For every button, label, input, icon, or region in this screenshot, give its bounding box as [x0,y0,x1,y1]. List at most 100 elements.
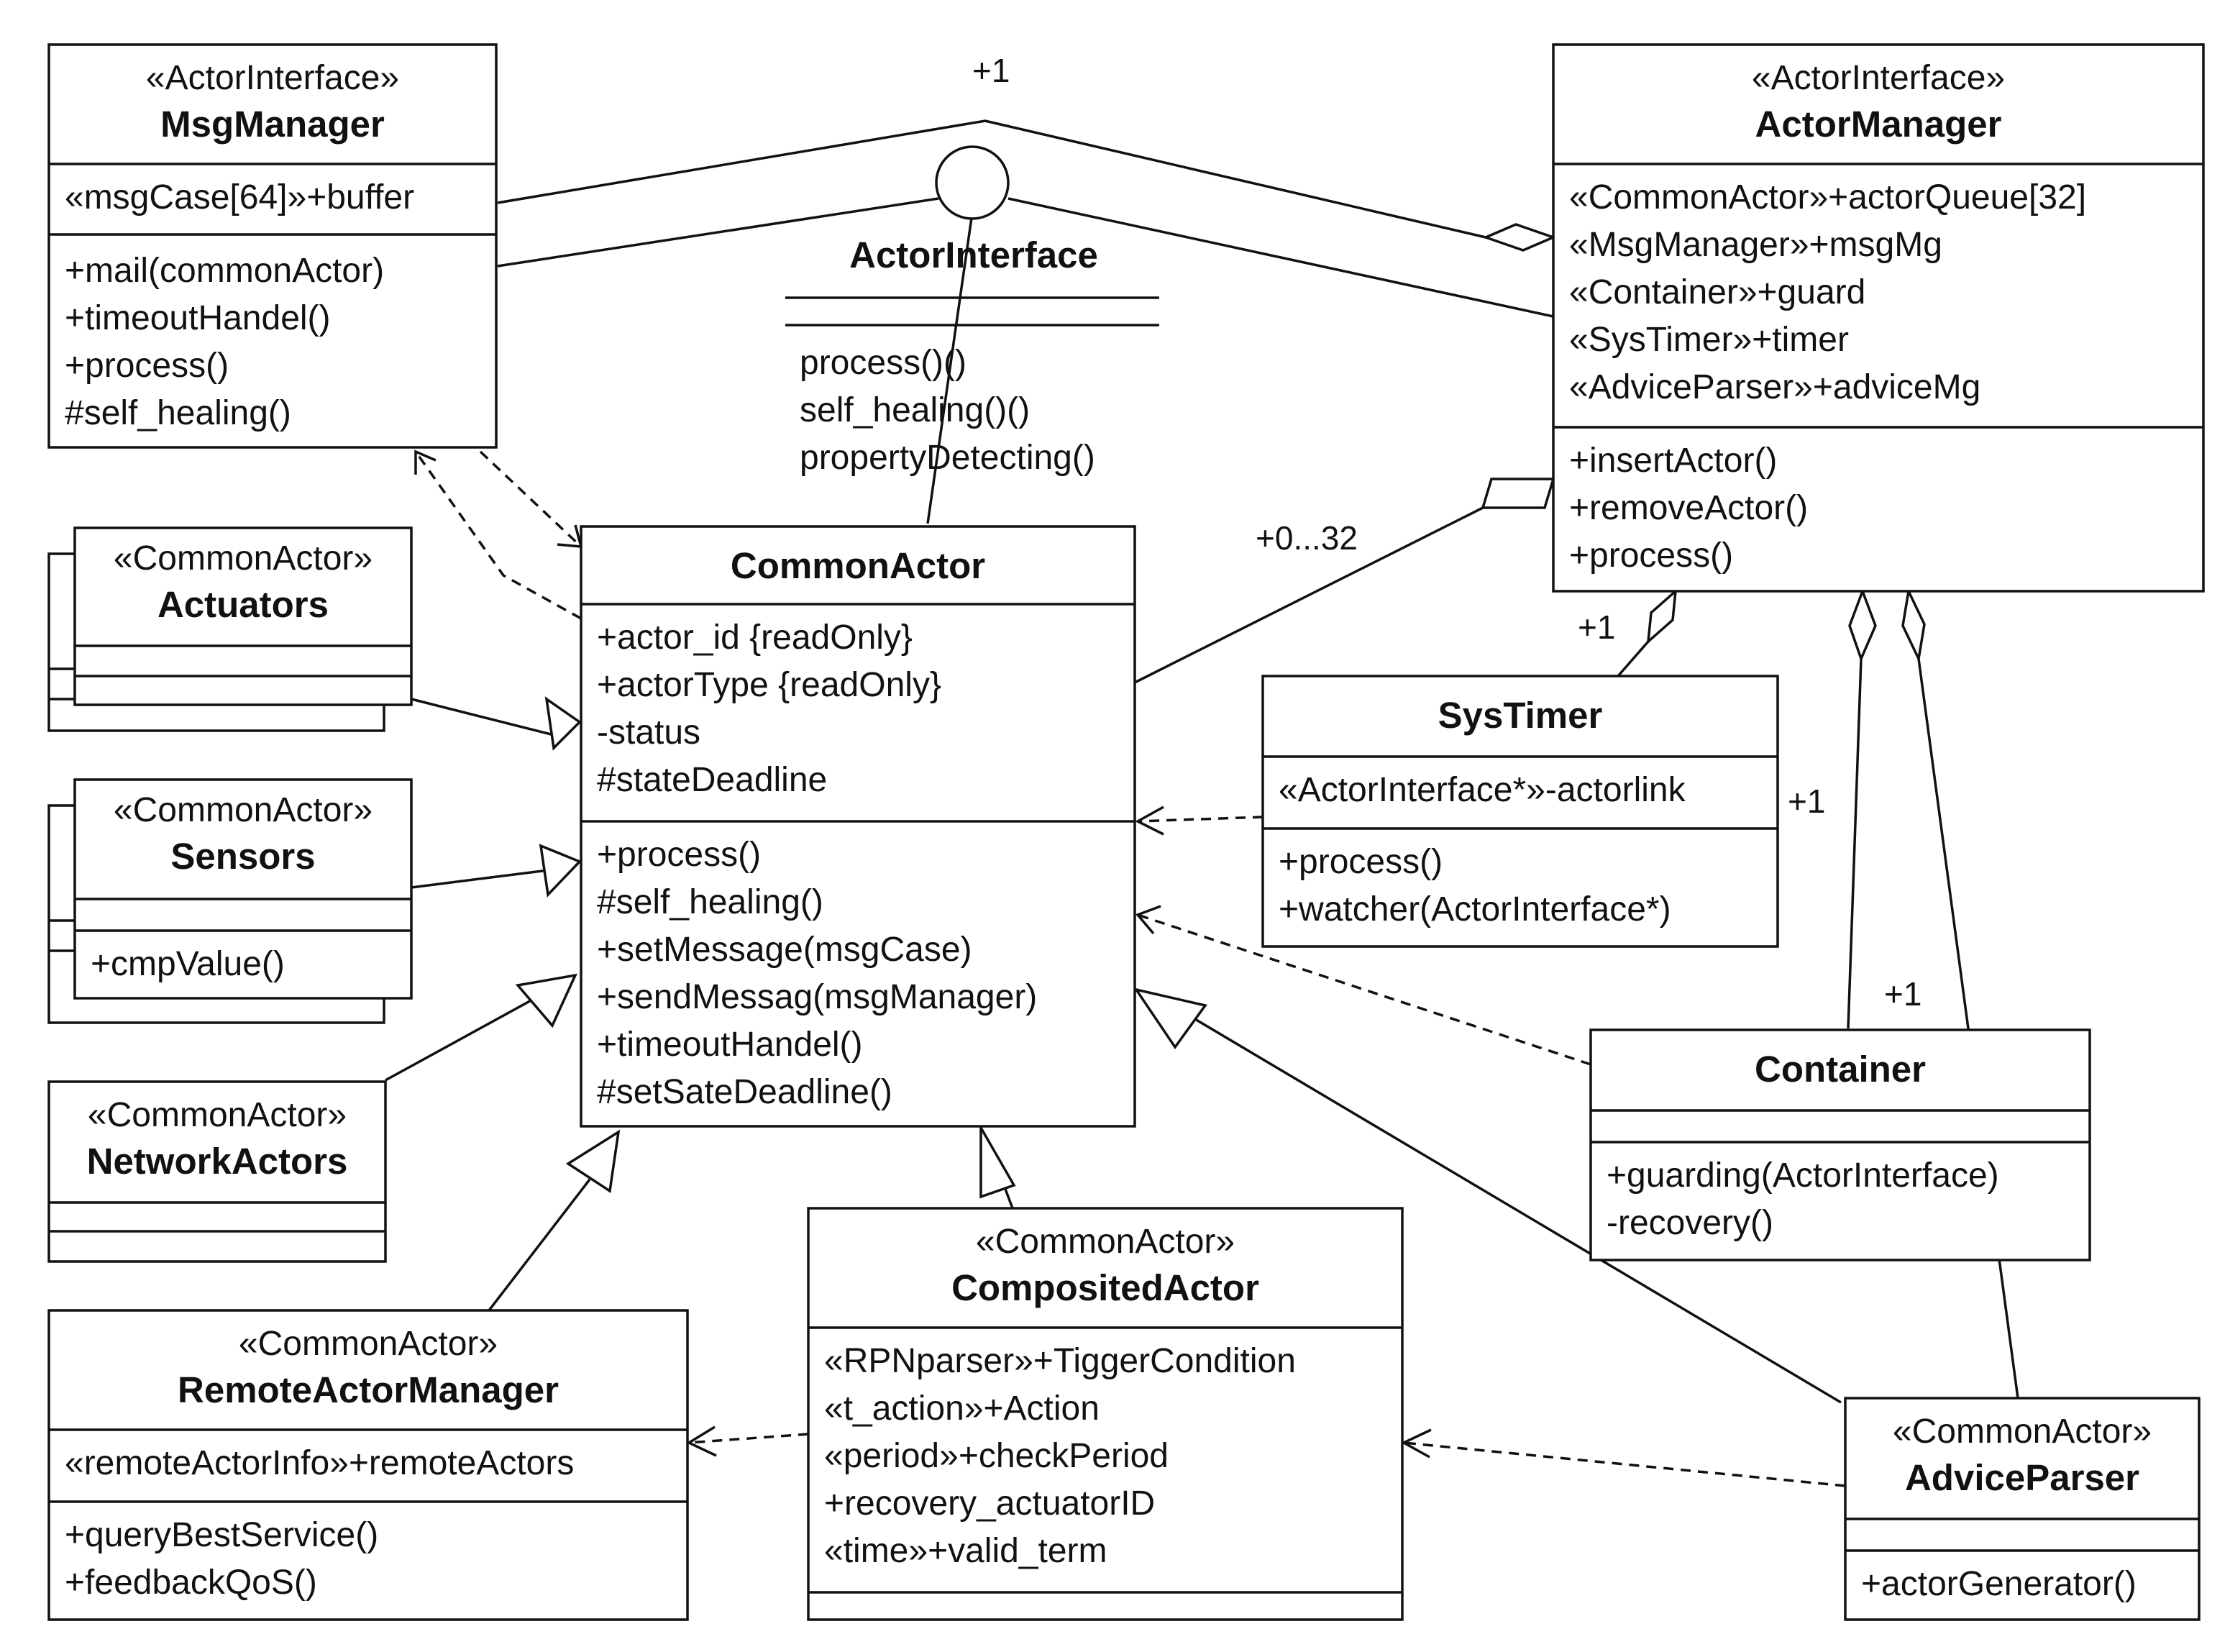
class-name: Actuators [157,584,329,625]
compositedactor-generalization-triangle [979,1123,1016,1199]
commonactor-interface-link [926,212,974,524]
attribute: «time»+valid_term [824,1532,1107,1570]
operation: #self_healing() [597,883,823,921]
attribute: «CommonActor»+actorQueue[32] [1569,178,2086,216]
adviceparser-generalization [1186,1013,1842,1404]
class-adviceparser: «CommonActor» AdviceParser +actorGenerat… [1844,1397,2201,1621]
class-name: SysTimer [1438,695,1603,736]
attribute: «SysTimer»+timer [1569,321,1849,359]
operation: propertyDetecting() [800,439,1095,477]
multiplicity-queue: +0...32 [1256,519,1358,557]
attribute: +actor_id {readOnly} [597,619,913,657]
class-networkactors: «CommonActor» NetworkActors [47,1080,387,1263]
adviceparser-actormanager-aggregation [1917,658,2019,1399]
operation: process()() [800,344,967,382]
actormanager-interface-link [1007,197,1554,318]
class-name: CompositedActor [951,1267,1259,1308]
stereotype: «CommonActor» [114,539,373,578]
attribute: «period»+checkPeriod [824,1437,1169,1475]
operation: self_healing()() [800,391,1030,429]
class-box [73,778,413,1000]
operation: +process() [1279,843,1443,881]
class-compositedactor: «CommonActor» CompositedActor «RPNparser… [807,1207,1404,1621]
msgmanager-commonactor-dependency [479,450,582,548]
operation: +actorGenerator() [1861,1565,2137,1603]
container-commonactor-dependency [1137,913,1591,1066]
sensors-generalization-triangle [539,844,582,898]
class-msgmanager: «ActorInterface» MsgManager «msgCase[64]… [47,43,498,449]
container-actormanager-aggregation [1847,658,1863,1029]
class-systimer: SysTimer «ActorInterface*»-actorlink +pr… [1261,675,1779,948]
adviceparser-generalization-triangle [1133,987,1207,1050]
remoteactormanager-generalization [488,1178,591,1312]
multiplicity-container: +1 [1884,975,1921,1013]
class-name: ActorManager [1755,104,2002,145]
actormanager-queue-diamond [1482,223,1557,252]
attribute: #stateDeadline [597,761,827,799]
attribute: «ActorInterface*»-actorlink [1279,771,1686,809]
actorinterface-lollipop-icon [935,145,1010,220]
multiplicity-interface-top: +1 [972,52,1010,89]
class-container: Container +guarding(ActorInterface) -rec… [1589,1028,2091,1261]
adviceparser-aggregation-diamond [1901,587,1926,663]
msgmanager-interface-link [497,197,939,268]
operation: +queryBestService() [65,1516,378,1554]
operation: -recovery() [1607,1204,1773,1242]
operation: #setSateDeadline() [597,1073,892,1111]
operation: +process() [65,347,229,385]
attribute: -status [597,713,700,752]
class-name: CommonActor [731,545,985,586]
commonactor-actormanager-aggregation [1133,506,1484,685]
multiplicity-timer-link: +1 [1788,782,1825,820]
msgmanager-actormanager-association [497,119,1486,239]
systimer-commonactor-dependency [1137,816,1263,823]
class-commonactor: CommonActor +actor_id {readOnly} +actorT… [580,525,1136,1128]
class-box [807,1207,1404,1621]
class-box [47,43,498,449]
multiplicity-timer: +1 [1578,608,1615,646]
operation: +watcher(ActorInterface*) [1279,890,1671,928]
class-name: NetworkActors [87,1141,348,1182]
systimer-commonactor-arrowhead [1135,806,1164,836]
networkactors-generalization-triangle [515,973,577,1028]
attribute: «msgCase[64]»+buffer [65,178,414,216]
attribute: «Container»+guard [1569,273,1865,311]
class-name: ActorInterface [849,234,1098,275]
adviceparser-compositedactor-arrowhead [1401,1428,1432,1459]
operation: +mail(commonActor) [65,252,384,290]
class-name: Sensors [170,836,315,877]
class-box [47,1309,689,1621]
commonactor-msgmanager-arrowhead [414,449,437,475]
operation: +process() [597,836,761,874]
relationships [385,119,2019,1487]
actormanager-commonactor-diamond [1481,478,1555,509]
compositedactor-remote-dependency [688,1433,809,1444]
remoteactormanager-generalization-triangle [565,1129,621,1193]
stereotype: «ActorInterface» [146,59,399,97]
class-sensors: «CommonActor» Sensors +cmpValue() [47,778,413,1024]
class-name: RemoteActorManager [178,1369,559,1410]
class-box [580,525,1136,1128]
attribute: «RPNparser»+TiggerCondition [824,1342,1296,1380]
systimer-aggregation-diamond [1646,588,1678,645]
sensors-generalization [411,869,549,889]
operation: +sendMessag(msgManager) [597,978,1037,1016]
class-actormanager: «ActorInterface» ActorManager «CommonAct… [1552,43,2205,593]
class-box [1552,43,2205,593]
stereotype: «CommonActor» [1893,1413,2152,1451]
class-actuators: «CommonActor» Actuators [47,526,413,732]
class-name: Container [1755,1049,1926,1090]
operation: +process() [1569,537,1733,575]
container-commonactor-arrowhead [1135,905,1161,935]
stereotype: «CommonActor» [114,791,373,829]
adviceparser-compositedactor-dependency [1403,1441,1846,1487]
networkactors-generalization [385,997,536,1082]
operation: +setMessage(msgCase) [597,931,972,969]
attribute: +recovery_actuatorID [824,1484,1155,1523]
systimer-actormanager-aggregation [1617,640,1650,677]
operation: +feedbackQoS() [65,1564,317,1602]
class-name: MsgManager [160,104,385,145]
attribute: «t_action»+Action [824,1389,1100,1428]
stereotype: «CommonActor» [976,1223,1235,1261]
